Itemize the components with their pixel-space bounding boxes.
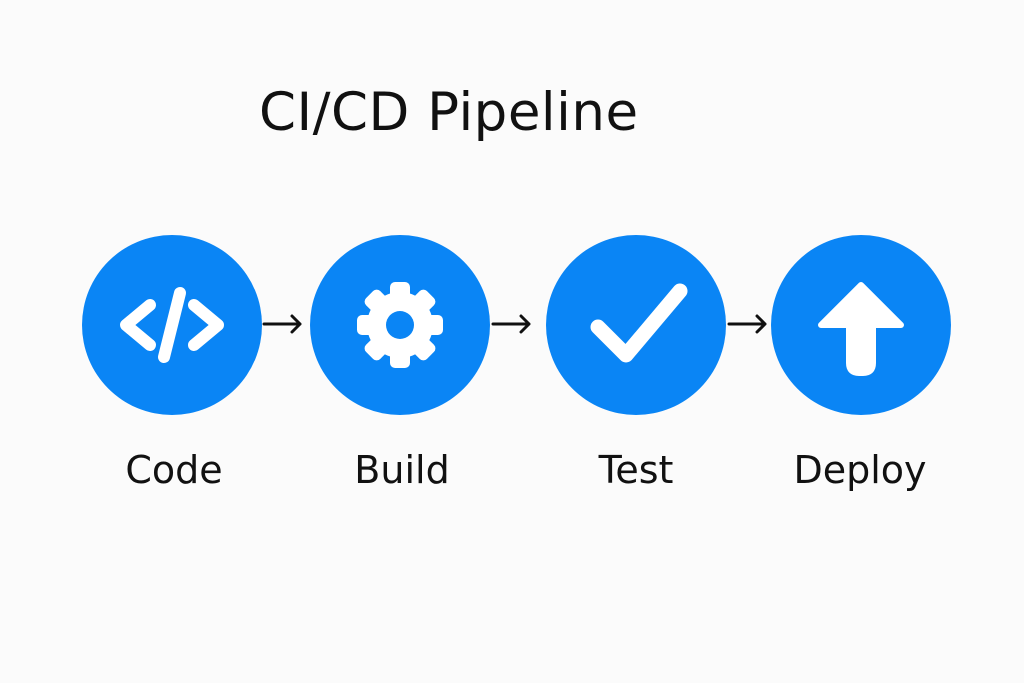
- arrow-right-icon: [491, 314, 531, 334]
- arrow-up-icon: [818, 282, 904, 376]
- code-icon: [120, 287, 224, 363]
- arrow-right-icon: [262, 314, 302, 334]
- stage-test-label: Test: [598, 448, 674, 492]
- stage-test-circle: [546, 235, 726, 415]
- diagram-title: CI/CD Pipeline: [259, 82, 639, 143]
- checkmark-icon: [590, 283, 688, 363]
- arrow-right-icon: [727, 314, 767, 334]
- stage-build-label: Build: [354, 448, 450, 492]
- stage-build-circle: [310, 235, 490, 415]
- stage-code-label: Code: [125, 448, 223, 492]
- stage-deploy-circle: [771, 235, 951, 415]
- stage-deploy-label: Deploy: [793, 448, 927, 492]
- gear-icon: [357, 282, 443, 368]
- stage-code-circle: [82, 235, 262, 415]
